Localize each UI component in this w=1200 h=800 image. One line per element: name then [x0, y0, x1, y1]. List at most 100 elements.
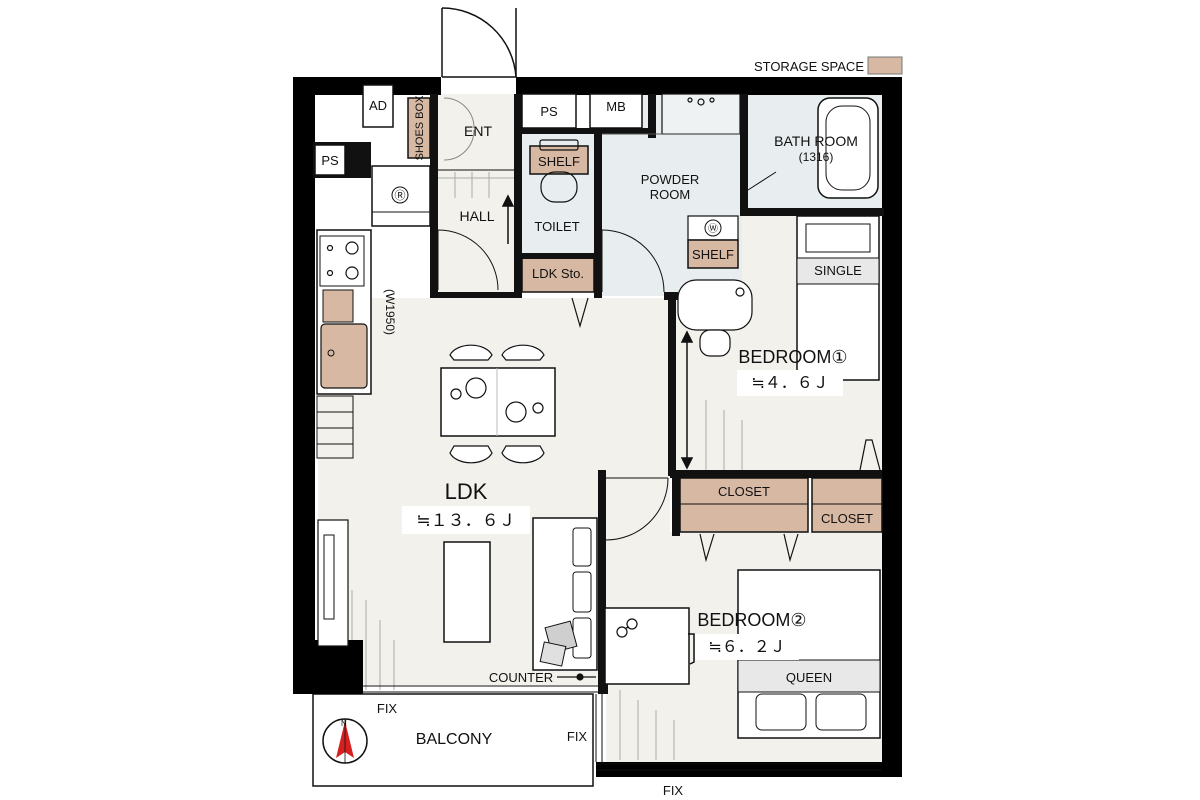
ad-box	[362, 84, 394, 128]
fix-window-label-2: FIX	[567, 729, 588, 744]
dining-table	[440, 367, 556, 437]
kitchen: Ⓡ (W1950)	[316, 165, 431, 459]
cooktop	[319, 235, 365, 287]
ps-box-right	[521, 93, 577, 129]
bath-label: BATH ROOM	[774, 133, 858, 149]
bedroom1-area: ≒４．６Ｊ	[751, 373, 828, 392]
balcony: BALCONY N	[322, 718, 493, 764]
balcony-label: BALCONY	[416, 731, 493, 748]
toilet-icon	[539, 139, 579, 203]
refrigerator-mark: Ⓡ	[395, 189, 406, 202]
powder-shelf	[687, 239, 739, 269]
counter-label: COUNTER	[489, 670, 553, 685]
hall-door[interactable]	[437, 229, 499, 291]
hall-floor	[436, 170, 516, 298]
ldk-storage-label: LDK Sto.	[532, 266, 584, 281]
entrance-area: ENT HALL	[437, 97, 515, 291]
table-settings	[450, 377, 544, 423]
ad-label: AD	[369, 98, 387, 113]
tv-unit	[317, 519, 349, 647]
wall-entry-left	[430, 94, 438, 298]
wall-bed1-left	[668, 296, 676, 476]
ldk-area: ≒１３．６Ｊ	[416, 511, 515, 531]
desk-chair	[677, 279, 753, 357]
wall-top-left	[293, 77, 363, 95]
toilet-shelf	[529, 145, 589, 175]
desk-lamp	[688, 633, 695, 665]
kitchen-width-label: (W1950)	[383, 289, 397, 335]
exterior-walls	[293, 77, 902, 777]
single-bed-label: SINGLE	[814, 263, 862, 278]
fix-window-label-1: FIX	[377, 701, 398, 716]
entrance-floor	[436, 94, 516, 170]
legend-label: STORAGE SPACE	[754, 59, 864, 74]
toilet-shelf-label: SHELF	[538, 154, 580, 169]
ldk-furniture: LDK ≒１３．６Ｊ COUNTER	[317, 344, 598, 685]
wall-left-lower	[293, 640, 363, 694]
burner-icons	[326, 241, 359, 280]
bedroom1-label: BEDROOM①	[738, 347, 847, 367]
hall-label: HALL	[459, 208, 494, 224]
wall-bath-bottom	[740, 208, 884, 216]
compass-icon: N	[322, 718, 368, 764]
entrance-door[interactable]	[441, 7, 517, 78]
single-bed-pillow	[805, 223, 871, 253]
powder-room: POWDER ROOM Ⓦ SHELF	[601, 93, 741, 293]
ps-label-left: PS	[321, 153, 339, 168]
wall-ps-mb-lower	[516, 128, 656, 134]
bedroom1-window-lines	[705, 400, 743, 470]
hall-steps	[438, 172, 514, 198]
queen-bed-pillows	[755, 693, 867, 731]
wall-top-mid	[516, 77, 656, 95]
ps-label-right: PS	[540, 104, 558, 119]
entrance-label: ENT	[464, 123, 492, 139]
bedroom2-label: BEDROOM②	[697, 610, 806, 630]
wall-bed1-bottom	[670, 470, 882, 478]
legend: STORAGE SPACE	[754, 56, 903, 75]
wall-top-right	[656, 77, 902, 95]
closet-doors[interactable]	[699, 533, 799, 563]
wall-top-entry	[393, 77, 441, 95]
bedroom2-window-lines	[619, 690, 675, 760]
bath-size: (1316)	[799, 150, 834, 164]
dining-chairs	[449, 344, 545, 464]
powder-door[interactable]	[601, 229, 665, 293]
sink-counter	[661, 93, 741, 135]
bedroom2: QUEEN BEDROOM② ≒６．２Ｊ	[604, 477, 881, 760]
shoes-box	[407, 97, 431, 159]
toilet-label: TOILET	[534, 219, 579, 234]
closet-2-label: CLOSET	[821, 511, 873, 526]
closet-2	[811, 477, 883, 533]
toilet-room: SHELF TOILET LDK Sto.	[521, 139, 595, 293]
closets: CLOSET CLOSET	[679, 477, 883, 563]
wall-powder-right	[740, 94, 748, 214]
bath-door[interactable]	[747, 171, 777, 191]
tv-board	[443, 541, 491, 643]
entrance-inner-doors	[443, 97, 475, 161]
washer: Ⓦ	[687, 215, 739, 241]
mb-box	[589, 93, 643, 129]
powder-label-1: POWDER	[641, 172, 700, 187]
desk	[604, 607, 690, 685]
closet-1-label: CLOSET	[718, 484, 770, 499]
washer-mark: Ⓦ	[708, 223, 718, 235]
counter-line	[557, 673, 596, 681]
closet-1	[679, 477, 809, 533]
legend-swatch	[867, 56, 903, 75]
ldk-label: LDK	[445, 479, 488, 504]
ps-box-left	[314, 144, 346, 176]
fixture-boxes: AD PS SHOES BOX PS MB	[314, 84, 643, 176]
powder-shelf-label: SHELF	[692, 247, 734, 262]
single-bed-blanket	[796, 257, 880, 285]
bedroom2-door[interactable]	[605, 477, 669, 541]
bedroom1: SINGLE BEDROOM① ≒４．６Ｊ	[677, 215, 881, 471]
ldk-sliding-arrow	[571, 297, 589, 329]
queen-bed-blanket	[737, 659, 881, 693]
wall-bed2-bottom-stub	[598, 684, 608, 694]
sliding-door-arrow	[680, 330, 694, 470]
mb-label: MB	[606, 99, 626, 114]
hall-arrow	[501, 194, 515, 244]
kitchen-sink	[320, 323, 368, 389]
powder-label-2: ROOM	[650, 187, 690, 202]
